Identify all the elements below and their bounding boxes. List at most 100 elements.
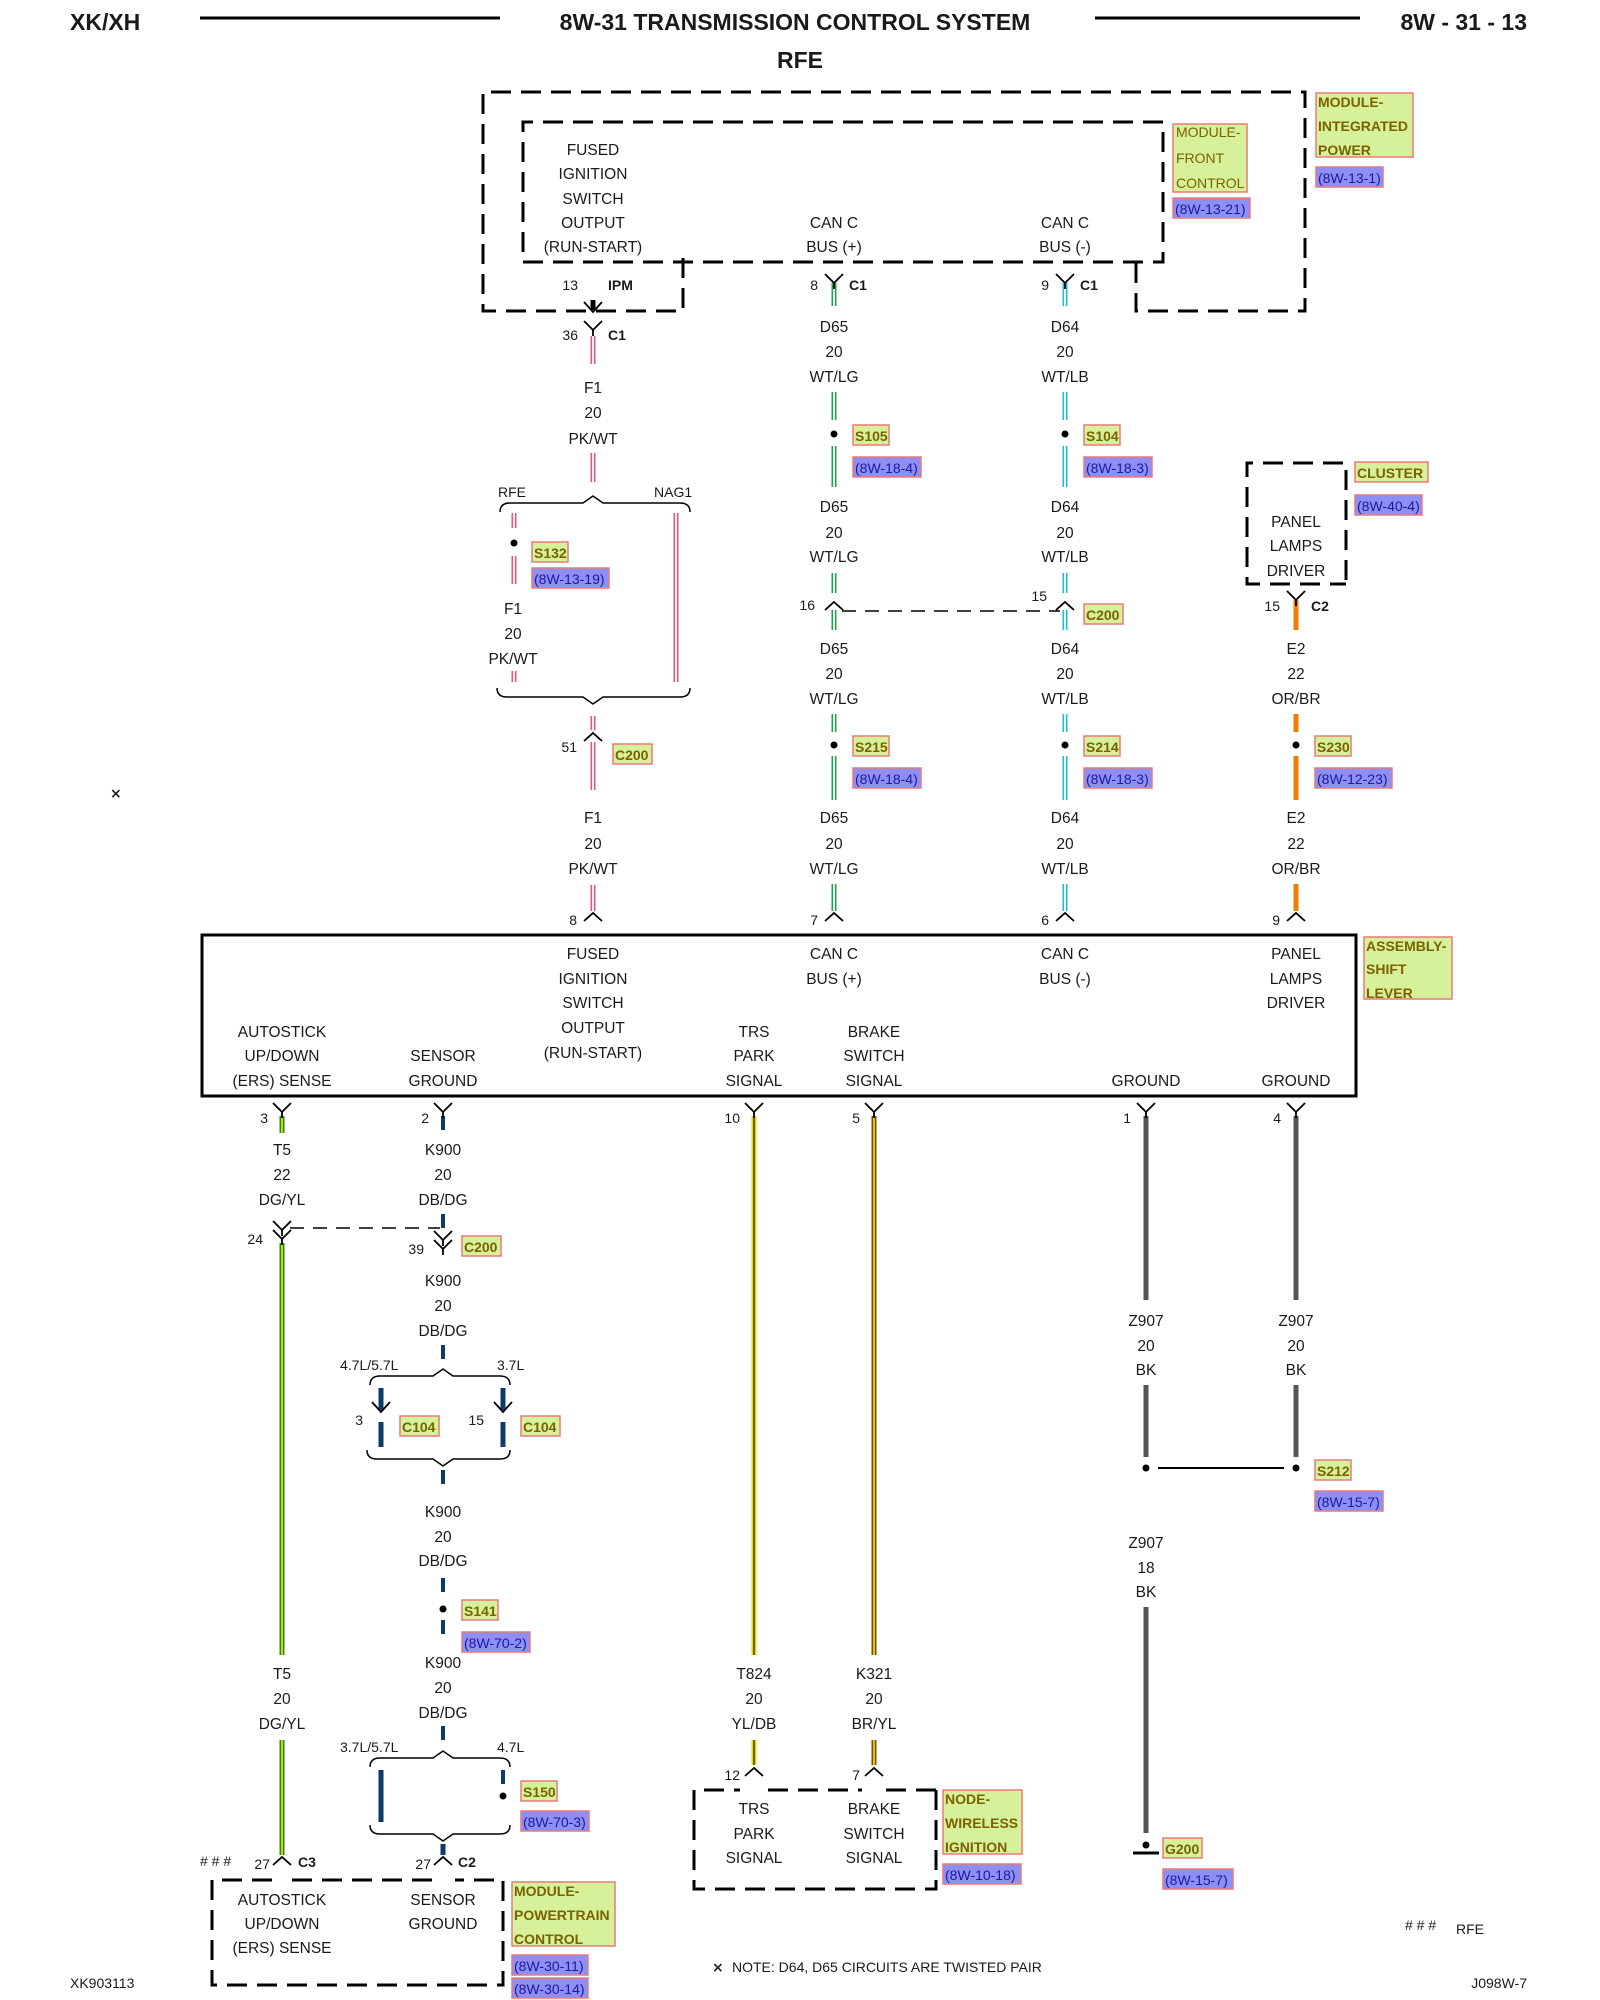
- pin-c104-15: 15: [468, 1412, 484, 1428]
- k900-label-2: 20: [434, 1167, 452, 1184]
- d64-circuit: D64 20 WT/LB S104 (8W-18-3) D64 20 WT/LB…: [1031, 319, 1153, 928]
- conn-c1-36: C1: [608, 327, 626, 343]
- pin-sl-7: 7: [810, 912, 818, 928]
- pin-sl-10: 10: [724, 1110, 740, 1126]
- s105-dot: [830, 430, 838, 438]
- footer-rfe: RFE: [1456, 1921, 1484, 1937]
- k900c-label-1: K900: [425, 1504, 462, 1521]
- branch-rfe: RFE: [498, 484, 526, 500]
- c104-label-15: C104: [523, 1419, 557, 1435]
- top-fused-4: OUTPUT: [561, 215, 625, 232]
- k900c-label-3: DB/DG: [418, 1553, 467, 1570]
- f1-label-3: PK/WT: [568, 431, 618, 448]
- k900c-label-2: 20: [434, 1529, 452, 1546]
- powertrain-control-module: # # # 27 C3 27 C2 AUTOSTICK UP/DOWN (ERS…: [200, 1853, 616, 1999]
- sl-trs-1: TRS: [739, 1024, 770, 1041]
- pin-wi-7: 7: [852, 1767, 860, 1783]
- pcm-sensor-ground-1: SENSOR: [410, 1892, 475, 1909]
- c200-24-connector: [272, 1220, 292, 1236]
- sl-autostick-3: (ERS) SENSE: [232, 1073, 331, 1090]
- integrated-power-name-2: INTEGRATED: [1318, 118, 1408, 134]
- pin-wi-12: 12: [724, 1767, 740, 1783]
- sl-sensor-ground-2: GROUND: [409, 1073, 478, 1090]
- d65c-label-3: WT/LG: [809, 691, 858, 708]
- z907a-label-1: Z907: [1128, 1313, 1163, 1330]
- sl-panel-2: LAMPS: [1270, 971, 1323, 988]
- f1b-label-2: 20: [504, 626, 522, 643]
- footer-left-code: XK903113: [70, 1975, 135, 1991]
- d64d-label-3: WT/LB: [1041, 861, 1088, 878]
- pcm-sensor-ground-2: GROUND: [409, 1916, 478, 1933]
- conn-ipm: IPM: [608, 277, 633, 293]
- branch-nag1: NAG1: [654, 484, 692, 500]
- c200-label-15: C200: [1086, 607, 1120, 623]
- s214-dot: [1061, 741, 1069, 749]
- integrated-power-name-3: POWER: [1318, 142, 1371, 158]
- z907b-label-2: 20: [1287, 1338, 1305, 1355]
- sl-ground-1: GROUND: [1112, 1073, 1181, 1090]
- s150-ref: (8W-70-3): [523, 1814, 586, 1830]
- pin-sl-4: 4: [1273, 1110, 1281, 1126]
- pin-sl-9: 9: [1272, 912, 1280, 928]
- pin-c3-27: 27: [254, 1856, 270, 1872]
- g200-name: G200: [1165, 1841, 1199, 1857]
- s215-name: S215: [855, 739, 888, 755]
- ground-circuit: Z907 20 BK Z907 20 BK S212 (8W-15-7) Z90…: [1128, 1313, 1384, 1890]
- twisted-pair-marker: ⨯: [110, 785, 122, 801]
- pin-sl-3: 3: [260, 1110, 268, 1126]
- d65c-label-2: 20: [825, 666, 843, 683]
- d64c-label-3: WT/LB: [1041, 691, 1088, 708]
- page-subtitle: RFE: [777, 47, 823, 73]
- wi-name-3: IGNITION: [945, 1839, 1007, 1855]
- t5-label-2: 22: [273, 1167, 290, 1184]
- wi-ref: (8W-10-18): [945, 1867, 1016, 1883]
- s230-dot: [1292, 741, 1300, 749]
- pcm-name-3: CONTROL: [514, 1931, 584, 1947]
- pin-c104-3: 3: [355, 1412, 363, 1428]
- top-canc-pos-2: BUS (+): [806, 239, 862, 256]
- z907a-label-3: BK: [1136, 1362, 1157, 1379]
- c200-label-51: C200: [615, 747, 649, 763]
- pin-c200-24: 24: [247, 1231, 263, 1247]
- d65-label-3: WT/LG: [809, 369, 858, 386]
- d64c-label-2: 20: [1056, 666, 1074, 683]
- s104-name: S104: [1086, 428, 1119, 444]
- t5-circuit: T5 22 DG/YL 24 T5 20 DG/YL: [247, 1142, 440, 1733]
- front-control-name-1: MODULE-: [1176, 124, 1241, 140]
- s212-junction-dot: [1142, 1464, 1150, 1472]
- k900-circuit: K900 20 DB/DG 39 C200 K900 20 DB/DG 4.7L…: [340, 1142, 590, 1842]
- z907b-label-3: BK: [1286, 1362, 1307, 1379]
- conn-c3: C3: [298, 1854, 316, 1870]
- t824-k321-circuit: T824 20 YL/DB K321 20 BR/YL 12 7: [724, 1666, 896, 1783]
- pin-c200-51: 51: [561, 739, 577, 755]
- z907c-label-2: 18: [1137, 1560, 1154, 1577]
- wire-layer: [279, 283, 1299, 1855]
- pin-sl-1: 1: [1123, 1110, 1131, 1126]
- wi-brake-2: SWITCH: [843, 1826, 904, 1843]
- s230-name: S230: [1317, 739, 1350, 755]
- sl-fused-4: OUTPUT: [561, 1020, 625, 1037]
- f1c-label-1: F1: [584, 810, 602, 827]
- branch-4757: 4.7L/5.7L: [340, 1357, 399, 1373]
- t5b-label-2: 20: [273, 1691, 291, 1708]
- s150-dot: [499, 1792, 507, 1800]
- top-fused-1: FUSED: [567, 142, 620, 159]
- sl-panel-1: PANEL: [1271, 946, 1321, 963]
- s214-name: S214: [1086, 739, 1119, 755]
- sl-canc-neg-1: CAN C: [1041, 946, 1089, 963]
- pcm-c3-connector: [272, 1855, 292, 1866]
- d65b-label-2: 20: [825, 525, 843, 542]
- sl-canc-pos-1: CAN C: [810, 946, 858, 963]
- f1b-label-3: PK/WT: [488, 651, 538, 668]
- page-number: 8W - 31 - 13: [1400, 9, 1527, 35]
- s132-dot: [510, 539, 518, 547]
- model-code: XK/XH: [70, 9, 140, 35]
- c1-36-connector: [583, 320, 603, 336]
- conn-c1-fc9: C1: [1080, 277, 1098, 293]
- c104-3-arrow: [371, 1401, 391, 1414]
- f1-label-1: F1: [584, 380, 602, 397]
- pin-fc-9: 9: [1041, 277, 1049, 293]
- f1b-label-1: F1: [504, 601, 522, 618]
- g200-dot: [1142, 1841, 1150, 1849]
- c200-39-connector: [433, 1230, 453, 1246]
